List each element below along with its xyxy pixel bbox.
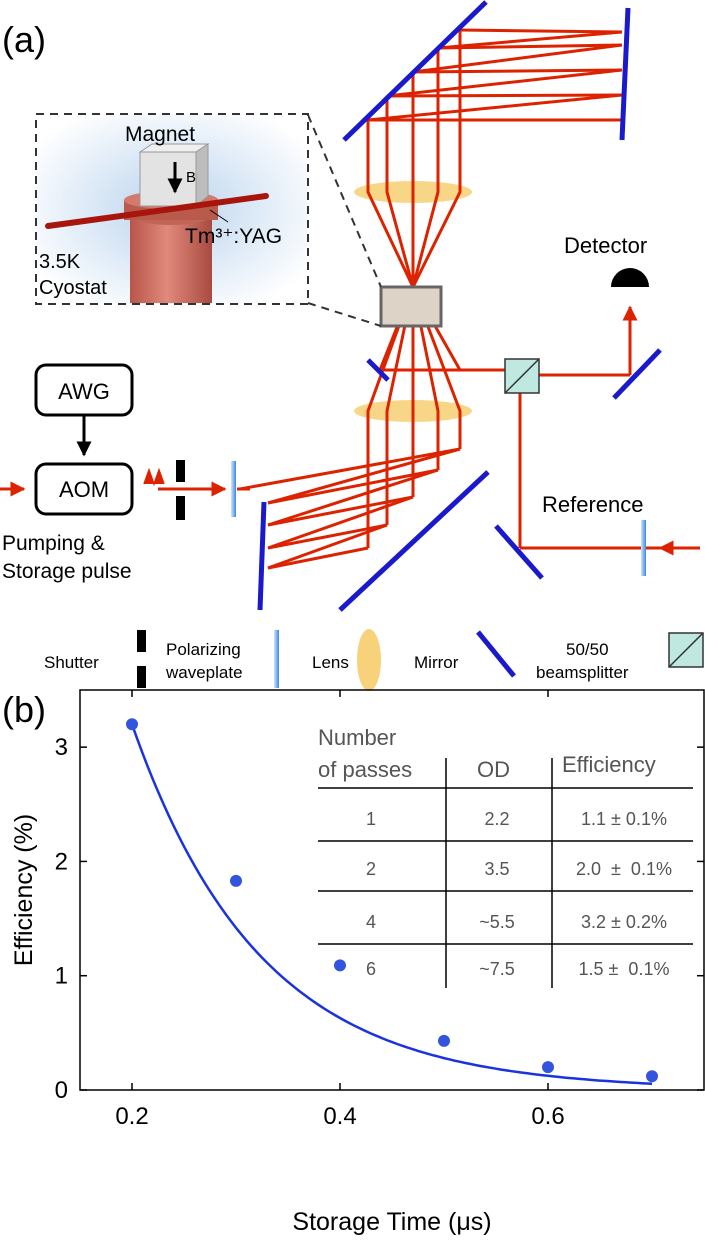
- field-label: B: [186, 169, 196, 186]
- y-tick-label: 1: [55, 963, 68, 990]
- shutter-bottom: [176, 496, 185, 520]
- aom-label: AOM: [59, 477, 109, 502]
- table-header-od: OD: [477, 757, 510, 782]
- y-tick-label: 2: [55, 848, 68, 875]
- y-axis-label: Efficiency (%): [10, 814, 38, 966]
- table-cell: ~5.5: [479, 912, 515, 932]
- x-axis-label: Storage Time (μs): [292, 1208, 491, 1236]
- crystal-sample: [379, 285, 443, 328]
- data-point: [438, 1034, 450, 1047]
- table-header-passes-1: Number: [318, 725, 396, 750]
- mirror-reference: [494, 524, 544, 580]
- detector-icon: [611, 268, 649, 287]
- table-cell: 2.0 ± 0.1%: [576, 859, 672, 879]
- legend-mirror-label: Mirror: [414, 653, 459, 672]
- table-cell: 3.5: [484, 859, 509, 879]
- legend-shutter-label: Shutter: [44, 653, 99, 672]
- legend-bs-label-1: 50/50: [566, 640, 609, 659]
- data-points: [126, 718, 658, 1083]
- axis-ticks: [80, 690, 704, 1091]
- pumping-label-line2: Storage pulse: [2, 560, 132, 583]
- aom-box: [34, 462, 134, 516]
- plot-axes: [79, 689, 705, 1091]
- magnet-label: Magnet: [125, 123, 195, 146]
- detector-label: Detector: [564, 233, 647, 258]
- waveplate-reference: [641, 520, 646, 576]
- table-cell: 1.5 ± 0.1%: [579, 959, 670, 979]
- table-cell: 6: [366, 959, 376, 979]
- data-point: [230, 874, 242, 887]
- y-tick-label: 0: [55, 1077, 68, 1104]
- reference-label: Reference: [542, 492, 644, 517]
- panel-a-label: (a): [2, 19, 46, 60]
- table-cell: ~7.5: [479, 959, 515, 979]
- crystal-label: Tm³⁺:YAG: [185, 225, 282, 248]
- awg-label: AWG: [58, 379, 110, 404]
- data-point: [646, 1070, 658, 1083]
- pulse-icon: [143, 467, 165, 487]
- legend-lens-label: Lens: [312, 653, 349, 672]
- panel-b-label: (b): [2, 689, 46, 730]
- shutter-top: [176, 460, 185, 482]
- x-tick-label: 0.2: [115, 1103, 148, 1130]
- legend-shutter-icon: [137, 630, 146, 652]
- mirror-upper-right: [619, 7, 631, 141]
- legend-waveplate-label-2: waveplate: [165, 663, 243, 682]
- beamsplitter: [504, 358, 540, 394]
- data-point: [334, 959, 346, 972]
- table-cell: 4: [366, 912, 376, 932]
- legend-mirror-icon: [476, 630, 516, 678]
- table-header-efficiency: Efficiency: [562, 752, 656, 777]
- y-tick-label: 3: [55, 734, 68, 761]
- cryostat-label-temp: 3.5K: [39, 251, 81, 273]
- data-point: [542, 1061, 554, 1074]
- legend-bs-label-2: beamsplitter: [536, 663, 629, 682]
- mirror-upper-left: [342, 0, 488, 142]
- cryostat-inset: [35, 113, 309, 305]
- table-cell: 1: [366, 809, 376, 829]
- waveplate-input: [231, 461, 236, 517]
- pumping-label-line1: Pumping &: [2, 532, 105, 555]
- tick-labels: 0.2 0.4 0.6 0 1 2 3: [55, 734, 565, 1130]
- zoom-lines: [307, 114, 382, 327]
- legend-lens-icon: [357, 629, 381, 691]
- table-cell: 1.1 ± 0.1%: [581, 809, 667, 829]
- mirrors: [257, 0, 662, 612]
- x-tick-label: 0.6: [531, 1103, 564, 1130]
- table-cell: 2.2: [484, 809, 509, 829]
- data-point: [126, 718, 138, 731]
- mirror-detector: [612, 348, 662, 400]
- table-cell: 3.2 ± 0.2%: [581, 912, 667, 932]
- table-header-passes-2: of passes: [318, 757, 412, 782]
- mirror-small-left: [366, 358, 390, 382]
- fit-curve: [130, 723, 653, 1085]
- table-cell: 2: [366, 859, 376, 879]
- mirror-lower-right: [338, 470, 490, 612]
- mirror-lower-left: [257, 501, 267, 611]
- x-tick-label: 0.4: [323, 1103, 356, 1130]
- legend-waveplate-label-1: Polarizing: [166, 640, 241, 659]
- cryostat-label-name: Cyostat: [39, 277, 107, 299]
- legend: Shutter Polarizing waveplate Lens Mirror…: [44, 629, 704, 691]
- legend-waveplate-icon: [274, 630, 279, 688]
- results-table: Number of passes OD Efficiency 1 2.2 1.1…: [318, 725, 693, 988]
